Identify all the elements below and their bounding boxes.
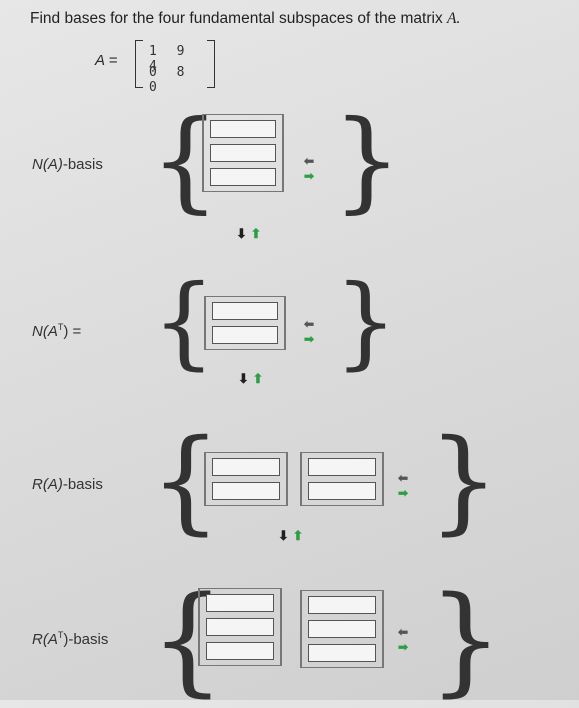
column-space-vector-1 [204,452,288,506]
close-brace: } [428,416,500,546]
row-space-vector-2 [300,590,384,668]
answer-cell[interactable] [212,302,278,320]
left-null-space-vector [204,296,286,350]
arrow-up-icon[interactable]: ⬆ [292,528,304,543]
arrow-left-icon[interactable]: ⬅ [398,471,409,485]
arrow-down-icon[interactable]: ⬇ [238,371,249,386]
column-arrows[interactable]: ⬅ ➡ [398,472,408,499]
arrow-left-icon[interactable]: ⬅ [398,625,409,639]
answer-cell[interactable] [212,482,280,500]
answer-cell[interactable] [210,120,276,138]
arrow-left-icon[interactable]: ⬅ [304,154,315,168]
column-arrows[interactable]: ⬅ ➡ [304,155,314,182]
row-space-vector-1 [198,588,282,666]
arrow-up-icon[interactable]: ⬆ [252,371,264,386]
answer-cell[interactable] [308,596,376,614]
answer-cell[interactable] [206,618,274,636]
column-arrows[interactable]: ⬅ ➡ [304,318,314,345]
null-space-vector [202,114,284,192]
open-brace: { [150,416,222,546]
answer-cell[interactable] [308,620,376,638]
arrow-right-icon[interactable]: ➡ [398,486,409,500]
arrow-down-icon[interactable]: ⬇ [278,528,289,543]
arrow-right-icon[interactable]: ➡ [304,169,315,183]
answer-cell[interactable] [210,168,276,186]
arrow-down-icon[interactable]: ⬇ [236,226,247,241]
null-space-label: N(A)-basis [32,156,103,173]
arrow-up-icon[interactable]: ⬆ [250,226,262,241]
column-space-label: R(A)-basis [32,476,103,493]
answer-cell[interactable] [206,642,274,660]
matrix-a: 1 9 4 0 8 0 [135,40,215,95]
open-brace: { [150,96,220,224]
answer-cell[interactable] [308,458,376,476]
row-arrows[interactable]: ⬇ ⬆ [236,226,261,242]
row-arrows[interactable]: ⬇ ⬆ [238,371,263,387]
arrow-right-icon[interactable]: ➡ [398,640,409,654]
matrix-row-1: 1 9 4 [149,44,191,74]
arrow-left-icon[interactable]: ⬅ [304,317,315,331]
answer-cell[interactable] [206,594,274,612]
row-space-label: R(AT)-basis [32,630,109,648]
column-arrows[interactable]: ⬅ ➡ [398,626,408,653]
answer-cell[interactable] [308,482,376,500]
answer-cell[interactable] [210,144,276,162]
column-space-vector-2 [300,452,384,506]
arrow-right-icon[interactable]: ➡ [304,332,315,346]
answer-cell[interactable] [212,458,280,476]
left-null-space-label: N(AT) = [32,322,82,340]
matrix-label: A = [95,52,118,69]
answer-cell[interactable] [212,326,278,344]
matrix-row-2: 0 8 0 [149,65,191,95]
close-brace: } [332,96,402,224]
problem-statement: Find bases for the four fundamental subs… [30,10,461,27]
close-brace: } [334,263,398,380]
row-arrows[interactable]: ⬇ ⬆ [278,528,303,544]
answer-cell[interactable] [308,644,376,662]
close-brace: } [428,570,504,708]
